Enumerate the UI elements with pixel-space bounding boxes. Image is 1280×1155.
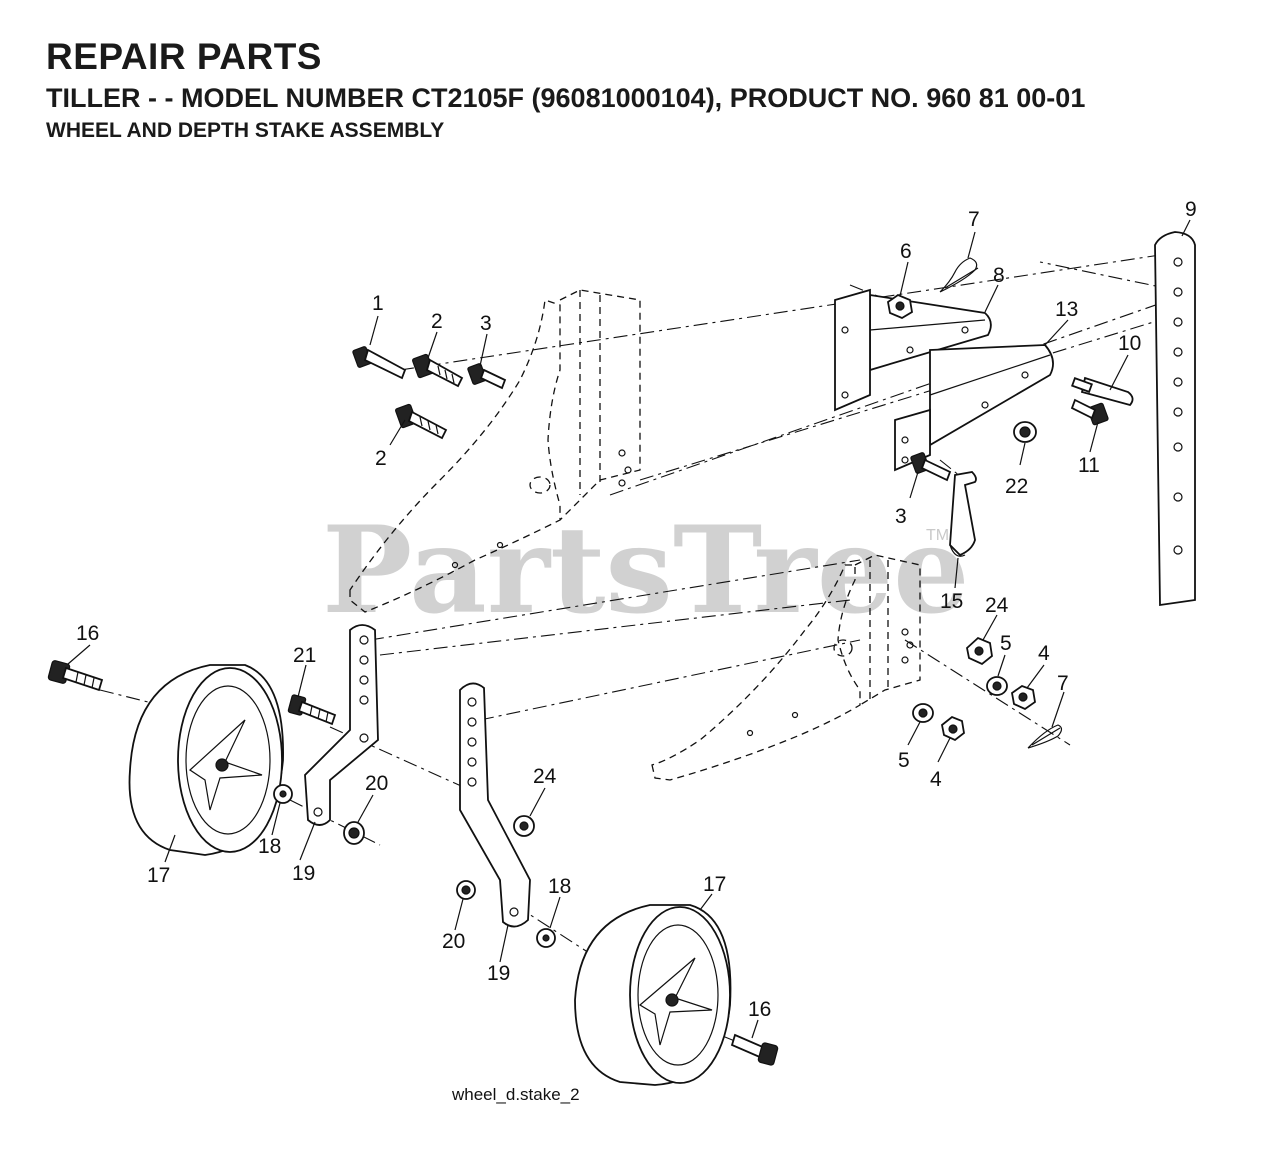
nut-24-left	[513, 815, 535, 837]
callout-3: 3	[480, 312, 492, 335]
section-title: WHEEL AND DEPTH STAKE ASSEMBLY	[46, 119, 445, 142]
nut-4-upper	[1011, 684, 1036, 711]
bolt-3-lower	[910, 452, 952, 482]
left-tine-shield	[349, 289, 641, 613]
callout-17: 17	[703, 873, 726, 896]
washer-5-lower	[912, 703, 934, 723]
callout-19: 19	[487, 962, 510, 985]
callout-22: 22	[1005, 475, 1028, 498]
bolt-2-upper	[412, 353, 464, 388]
bolt-2-lower	[395, 403, 448, 440]
assembly-lines	[99, 254, 1176, 1046]
callout-18: 18	[258, 835, 281, 858]
callout-7: 7	[1057, 672, 1069, 695]
callout-11: 11	[1078, 454, 1100, 477]
wheel-bracket-left	[304, 624, 379, 826]
washer-18-left	[273, 784, 293, 804]
nut-20-right	[456, 880, 476, 900]
partstree-watermark: PartsTree TM	[322, 500, 969, 641]
page-title: REPAIR PARTS	[46, 36, 322, 77]
depth-stake-clip	[949, 471, 977, 557]
callout-1: 1	[372, 292, 384, 315]
callout-24: 24	[985, 594, 1009, 617]
callout-7: 7	[968, 208, 980, 231]
nut-6	[887, 293, 913, 320]
callout-5: 5	[898, 749, 910, 772]
right-tine-shield	[651, 554, 921, 781]
pin-10	[1071, 376, 1134, 407]
bolt-16-right	[730, 1033, 779, 1066]
callout-13: 13	[1055, 298, 1078, 321]
upper-stake-bracket	[834, 288, 992, 412]
figure-caption: wheel_d.stake_2	[451, 1085, 580, 1104]
nut-22	[1013, 421, 1037, 443]
watermark-tm: TM	[926, 527, 949, 544]
wheel-bracket-right	[459, 682, 531, 928]
callout-4: 4	[1038, 642, 1050, 665]
callout-21: 21	[293, 644, 316, 667]
callout-16: 16	[76, 622, 99, 645]
callout-10: 10	[1118, 332, 1141, 355]
callout-6: 6	[900, 240, 912, 263]
bolt-21	[287, 694, 337, 726]
wheel-left	[128, 664, 284, 856]
callout-18: 18	[548, 875, 571, 898]
callout-2: 2	[375, 447, 387, 470]
nut-20-left	[343, 821, 365, 845]
callout-20: 20	[442, 930, 465, 953]
lower-stake-bracket	[894, 344, 1054, 472]
washer-18-right	[536, 928, 556, 948]
nut-4-lower	[941, 715, 965, 742]
callout-19: 19	[292, 862, 315, 885]
callout-3: 3	[895, 505, 907, 528]
bolt-1	[352, 346, 407, 380]
bolt-3-upper	[467, 363, 507, 390]
callout-20: 20	[365, 772, 388, 795]
bolt-16-left	[47, 660, 104, 692]
hairpin-7-lower	[1027, 724, 1063, 749]
callout-labels: 1 2 3 2 6 7 8 9 13 10 11 22 3 15 24 5 4 …	[76, 198, 1197, 1021]
hairpin-7-upper	[939, 257, 979, 293]
nut-24-right	[966, 636, 993, 666]
callout-16: 16	[748, 998, 771, 1021]
callout-24: 24	[533, 765, 557, 788]
washer-5-upper	[986, 676, 1008, 696]
bolt-11	[1070, 398, 1109, 426]
leader-lines	[67, 219, 1191, 1039]
callout-8: 8	[993, 264, 1005, 287]
callout-4: 4	[930, 768, 942, 791]
callout-5: 5	[1000, 632, 1012, 655]
depth-stake-bar	[1154, 231, 1196, 607]
callout-15: 15	[940, 590, 963, 613]
callout-9: 9	[1185, 198, 1197, 221]
model-subtitle: TILLER - - MODEL NUMBER CT2105F (9608100…	[46, 83, 1086, 113]
wheel-right	[574, 904, 732, 1086]
callout-17: 17	[147, 864, 170, 887]
callout-2: 2	[431, 310, 443, 333]
watermark-text: PartsTree	[322, 500, 969, 641]
